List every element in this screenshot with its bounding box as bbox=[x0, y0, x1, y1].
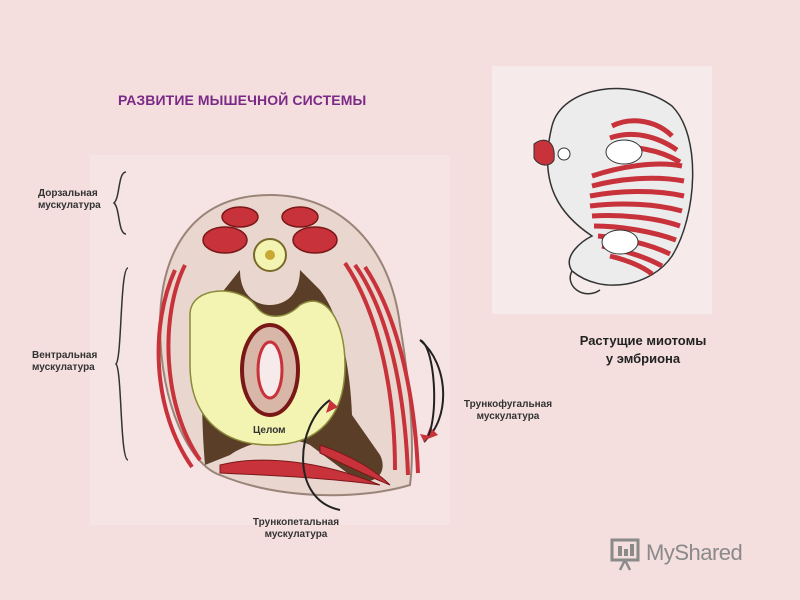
truncopetal-arrow bbox=[302, 399, 341, 511]
truncopetal-label: Трункопетальная мускулатура bbox=[236, 517, 356, 541]
truncopetal-muscles bbox=[219, 444, 391, 486]
slide-title: РАЗВИТИЕ МЫШЕЧНОЙ СИСТЕМЫ bbox=[118, 92, 367, 108]
cross-section-diagram bbox=[90, 155, 450, 525]
dorsal-label-line2: мускулатура bbox=[38, 200, 101, 211]
embryo-image bbox=[492, 66, 712, 314]
truncofugal-label: Трункофугальная мускулатура bbox=[458, 399, 558, 423]
dorsal-bracket bbox=[112, 171, 127, 235]
watermark-text: MyShared bbox=[646, 540, 743, 565]
embryo-caption-line1: Растущие миотомы bbox=[579, 333, 707, 348]
embryo-caption: Растущие миотомы у эмбриона bbox=[548, 332, 738, 368]
ventral-bracket bbox=[114, 267, 129, 461]
presentation-board-icon bbox=[610, 538, 640, 571]
dorsal-muscles bbox=[202, 206, 338, 254]
limb-bud-upper bbox=[605, 139, 643, 165]
head-muscle bbox=[533, 139, 555, 166]
truncofugal-label-line1: Трункофугальная bbox=[463, 399, 553, 410]
ventral-muscle-label: Вентральная мускулатура bbox=[32, 350, 112, 374]
truncopetal-label-line1: Трункопетальная bbox=[252, 517, 340, 528]
dorsal-muscle-label: Дорзальная мускулатура bbox=[38, 188, 118, 212]
ventral-label-line1: Вентральная bbox=[32, 350, 98, 361]
embryo-caption-line2: у эмбриона bbox=[605, 351, 681, 366]
ventral-muscle-bands bbox=[156, 261, 420, 476]
eye bbox=[557, 147, 571, 161]
dorsal-label-line1: Дорзальная bbox=[38, 188, 98, 199]
truncofugal-label-line2: мускулатура bbox=[476, 411, 540, 422]
coelom-label: Целом bbox=[253, 425, 286, 436]
watermark[interactable]: MyShared bbox=[610, 536, 770, 576]
cross-section-svg bbox=[90, 155, 450, 525]
truncopetal-label-line2: мускулатура bbox=[264, 529, 328, 540]
gut-inner bbox=[256, 340, 284, 400]
limb-bud-lower bbox=[601, 229, 639, 255]
truncofugal-bracket bbox=[419, 339, 436, 443]
embryo-svg bbox=[492, 66, 712, 314]
tail bbox=[569, 270, 601, 295]
ventral-label-line2: мускулатура bbox=[32, 362, 95, 373]
